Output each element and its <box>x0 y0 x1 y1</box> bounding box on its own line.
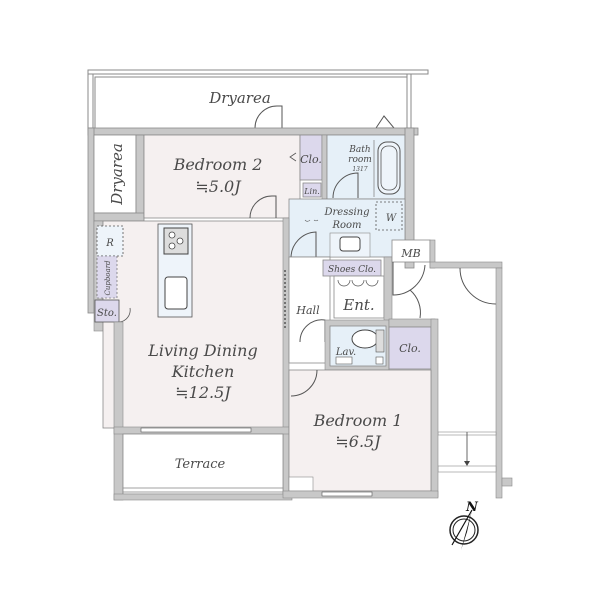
dryarea-left-label: Dryarea <box>108 143 126 206</box>
terrace-window[interactable] <box>140 427 252 433</box>
bedroom-2: Bedroom 2 ≒5.0J <box>143 134 301 219</box>
ldk-label-1: Living Dining <box>147 341 257 360</box>
svg-text:≒6.5J: ≒6.5J <box>335 432 382 451</box>
svg-text:Shoes Clo.: Shoes Clo. <box>328 265 376 275</box>
entrance[interactable]: Ent. <box>333 275 385 319</box>
kitchen-sink-icon <box>164 276 188 310</box>
ldk-label-2: Kitchen <box>171 362 235 381</box>
dryarea-door[interactable] <box>254 105 283 129</box>
closet-bedroom-1 <box>388 326 432 370</box>
dressing-room: Dressing Room W <box>288 198 406 259</box>
stove-icon <box>163 227 189 255</box>
living-dining-kitchen: R Cupboard Sto. Living Dining Kitchen ≒1… <box>93 220 286 429</box>
terrace: Terrace <box>113 433 293 501</box>
closet-arrow-icon <box>289 152 297 162</box>
svg-text:Bedroom 1: Bedroom 1 <box>313 411 403 430</box>
bedroom-1-window[interactable] <box>321 491 373 497</box>
corridor-door[interactable] <box>459 267 497 305</box>
bedroom-2-label: Bedroom 2 <box>173 155 263 174</box>
top-wall <box>87 127 419 136</box>
bedroom-2-size: ≒5.0J <box>195 177 242 196</box>
refrigerator-space <box>96 225 124 257</box>
svg-text:MB: MB <box>400 247 420 260</box>
front-door[interactable] <box>392 262 426 296</box>
linen-closet <box>302 182 322 198</box>
refrigerator-label: R <box>105 238 114 249</box>
compass-north-label: N <box>465 500 479 515</box>
dryarea-left: Dryarea <box>87 127 145 314</box>
svg-text:Lav.: Lav. <box>335 347 356 358</box>
linen-label: Lin. <box>303 187 320 196</box>
dressing-door[interactable] <box>290 231 317 259</box>
bathroom: Bath room 1317 <box>326 134 406 200</box>
svg-text:room: room <box>348 155 372 165</box>
svg-text:Hall: Hall <box>295 304 320 317</box>
closet-bedroom-2-label: Clo. <box>300 153 322 166</box>
dryarea-top-label: Dryarea <box>208 89 271 107</box>
cupboard <box>96 255 118 299</box>
svg-text:Room: Room <box>331 220 361 231</box>
svg-text:Bath: Bath <box>348 145 370 155</box>
ldk-size: ≒12.5J <box>175 383 232 402</box>
bedroom-2-door[interactable] <box>249 195 277 219</box>
svg-text:Terrace: Terrace <box>175 457 226 472</box>
toilet-icon <box>351 329 379 349</box>
lav-door[interactable] <box>299 319 326 343</box>
bedroom-1: Bedroom 1 ≒6.5J <box>282 369 439 499</box>
bedroom-1-door[interactable] <box>290 369 318 397</box>
dryarea-top: Dryarea <box>87 69 429 133</box>
washer-label: W <box>386 213 397 224</box>
washer-space <box>375 201 403 231</box>
bathtub-icon <box>377 141 401 195</box>
sink-icon <box>339 236 361 252</box>
compass-icon: N <box>449 500 479 550</box>
svg-text:Clo.: Clo. <box>399 342 421 355</box>
svg-text:1317: 1317 <box>352 166 367 173</box>
svg-text:Dressing: Dressing <box>323 207 369 218</box>
bathroom-door[interactable] <box>332 172 359 199</box>
svg-text:Cupboard: Cupboard <box>104 260 112 296</box>
meter-box: MB <box>391 239 503 269</box>
lavatory: Lav. <box>324 319 390 371</box>
svg-text:Sto.: Sto. <box>97 308 117 319</box>
storage <box>94 299 120 323</box>
svg-text:Ent.: Ent. <box>342 296 374 314</box>
